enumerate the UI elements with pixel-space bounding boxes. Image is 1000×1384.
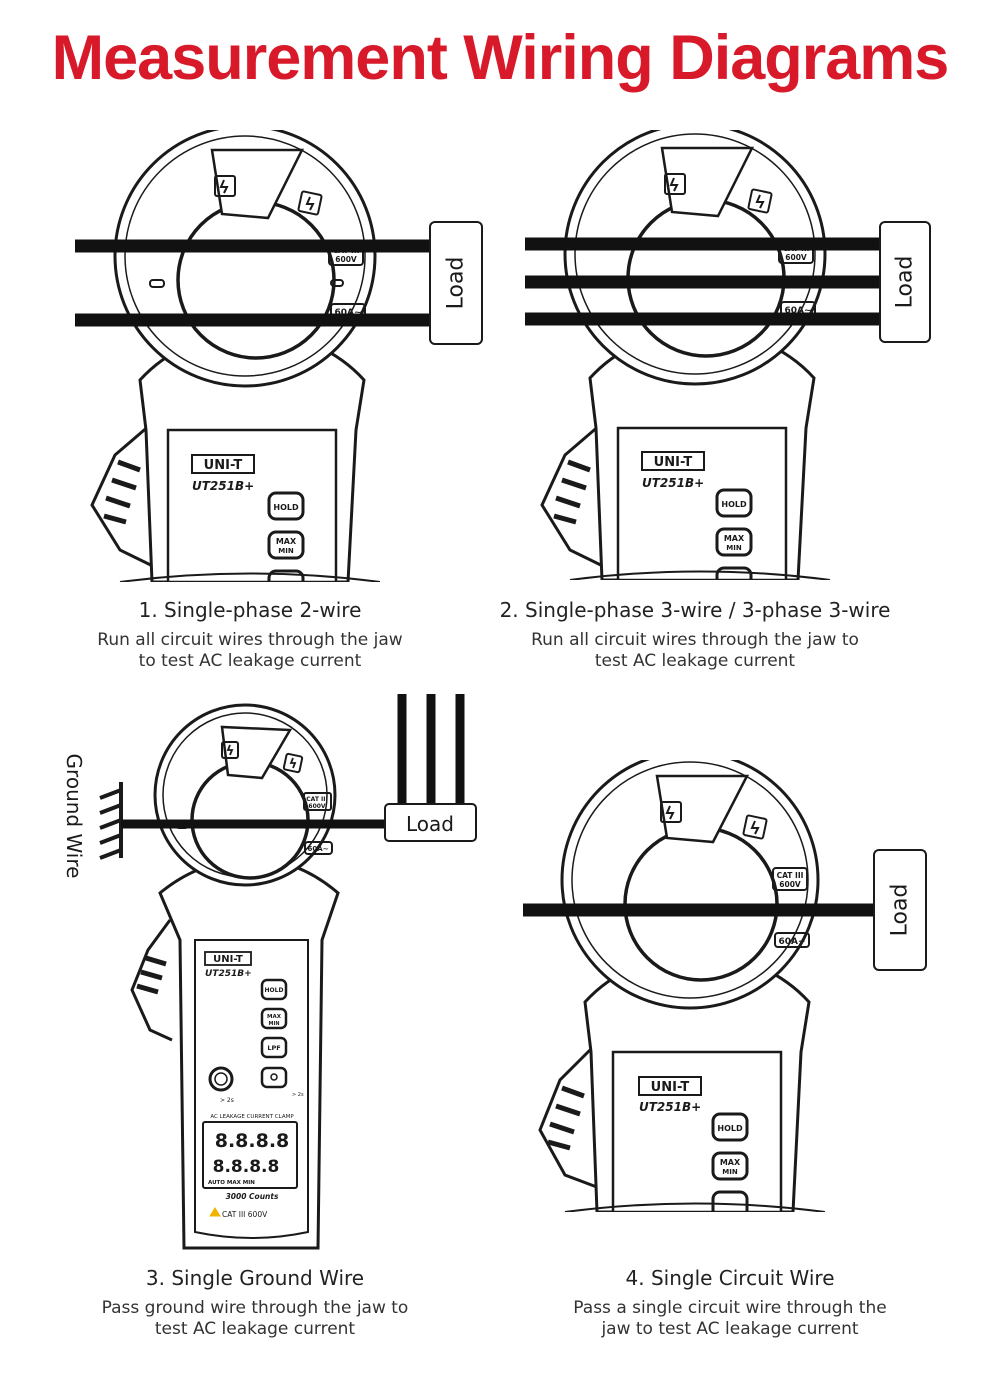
svg-text:MAX: MAX bbox=[724, 534, 745, 543]
diagram-3-illustration: Ground Wire CAT III 600V 60A~ Load UNI-T bbox=[62, 694, 477, 1250]
load-label: Load bbox=[406, 812, 454, 836]
load-label: Load bbox=[444, 257, 469, 310]
diagram-3-description: Pass ground wire through the jaw to test… bbox=[101, 1298, 409, 1339]
svg-text:MIN: MIN bbox=[722, 1168, 738, 1176]
load-label: Load bbox=[888, 884, 913, 937]
svg-text:8.8.8.8: 8.8.8.8 bbox=[215, 1130, 290, 1152]
svg-text:MIN: MIN bbox=[726, 544, 742, 552]
svg-text:600V: 600V bbox=[335, 255, 357, 264]
svg-text:60A~: 60A~ bbox=[307, 845, 328, 853]
svg-text:MAX: MAX bbox=[267, 1014, 282, 1020]
svg-text:HOLD: HOLD bbox=[265, 987, 284, 994]
diagram-1-illustration: CAT III 600V 60A~ Load UNI-T UT251B+ HOL… bbox=[75, 130, 483, 582]
svg-text:MAX: MAX bbox=[276, 537, 297, 546]
svg-text:HOLD: HOLD bbox=[273, 503, 299, 512]
svg-text:600V: 600V bbox=[785, 253, 807, 262]
diagram-1-description: Run all circuit wires through the jaw to… bbox=[97, 630, 403, 671]
svg-text:AUTO MAX MIN: AUTO MAX MIN bbox=[208, 1180, 255, 1186]
svg-text:60A~: 60A~ bbox=[334, 308, 361, 318]
brand-logo: UNI-T bbox=[204, 458, 243, 473]
svg-text:8.8.8.8: 8.8.8.8 bbox=[213, 1157, 280, 1177]
svg-text:600V: 600V bbox=[308, 803, 326, 810]
diagram-2-description: Run all circuit wires through the jaw to… bbox=[531, 630, 859, 671]
diagram-4-title: 4. Single Circuit Wire bbox=[625, 1266, 835, 1290]
svg-text:600V: 600V bbox=[779, 880, 801, 889]
svg-text:HOLD: HOLD bbox=[717, 1124, 743, 1133]
diagram-4-illustration: CAT III 600V 60A~ Load UNI-T UT251B+ HOL… bbox=[523, 760, 927, 1212]
diagram-2-title: 2. Single-phase 3-wire / 3-phase 3-wire bbox=[499, 598, 891, 622]
svg-text:CAT III: CAT III bbox=[777, 871, 804, 880]
svg-text:LPF: LPF bbox=[267, 1044, 280, 1052]
svg-text:UT251B+: UT251B+ bbox=[205, 969, 252, 979]
svg-text:CAT III 600V: CAT III 600V bbox=[222, 1210, 268, 1219]
svg-text:MIN: MIN bbox=[268, 1021, 279, 1027]
svg-text:UNI-T: UNI-T bbox=[651, 1080, 690, 1095]
svg-text:UT251B+: UT251B+ bbox=[642, 476, 704, 490]
svg-text:CAT III: CAT III bbox=[306, 796, 327, 803]
svg-text:60A~: 60A~ bbox=[778, 937, 805, 947]
svg-text:> 2s: > 2s bbox=[220, 1097, 234, 1104]
diagram-4-caption: 4. Single Circuit Wire Pass a single cir… bbox=[510, 1266, 950, 1340]
model-label: UT251B+ bbox=[192, 479, 254, 493]
diagram-2-illustration: CAT III 600V 60A~ Load UNI-T UT251B+ HOL… bbox=[525, 130, 931, 580]
svg-text:UNI-T: UNI-T bbox=[213, 954, 243, 965]
diagram-2-caption: 2. Single-phase 3-wire / 3-phase 3-wire … bbox=[470, 598, 920, 672]
svg-text:> 2s: > 2s bbox=[292, 1092, 304, 1098]
svg-text:HOLD: HOLD bbox=[721, 500, 747, 509]
page-title: Measurement Wiring Diagrams bbox=[51, 23, 950, 93]
svg-text:UNI-T: UNI-T bbox=[654, 455, 693, 470]
diagram-3-caption: 3. Single Ground Wire Pass ground wire t… bbox=[40, 1266, 470, 1340]
diagram-3-title: 3. Single Ground Wire bbox=[145, 1266, 365, 1290]
diagram-1-title: 1. Single-phase 2-wire bbox=[138, 598, 362, 622]
ground-wire-label: Ground Wire bbox=[62, 754, 86, 879]
svg-text:3000 Counts: 3000 Counts bbox=[226, 1192, 279, 1201]
svg-text:60A~: 60A~ bbox=[784, 306, 811, 316]
load-label: Load bbox=[893, 256, 918, 309]
diagram-1-caption: 1. Single-phase 2-wire Run all circuit w… bbox=[40, 598, 460, 672]
svg-text:UT251B+: UT251B+ bbox=[639, 1100, 701, 1114]
svg-text:AC LEAKAGE CURRENT CLAMP: AC LEAKAGE CURRENT CLAMP bbox=[210, 1114, 294, 1120]
svg-text:MAX: MAX bbox=[720, 1158, 741, 1167]
diagram-4-description: Pass a single circuit wire through the j… bbox=[573, 1298, 887, 1339]
svg-text:MIN: MIN bbox=[278, 547, 294, 555]
